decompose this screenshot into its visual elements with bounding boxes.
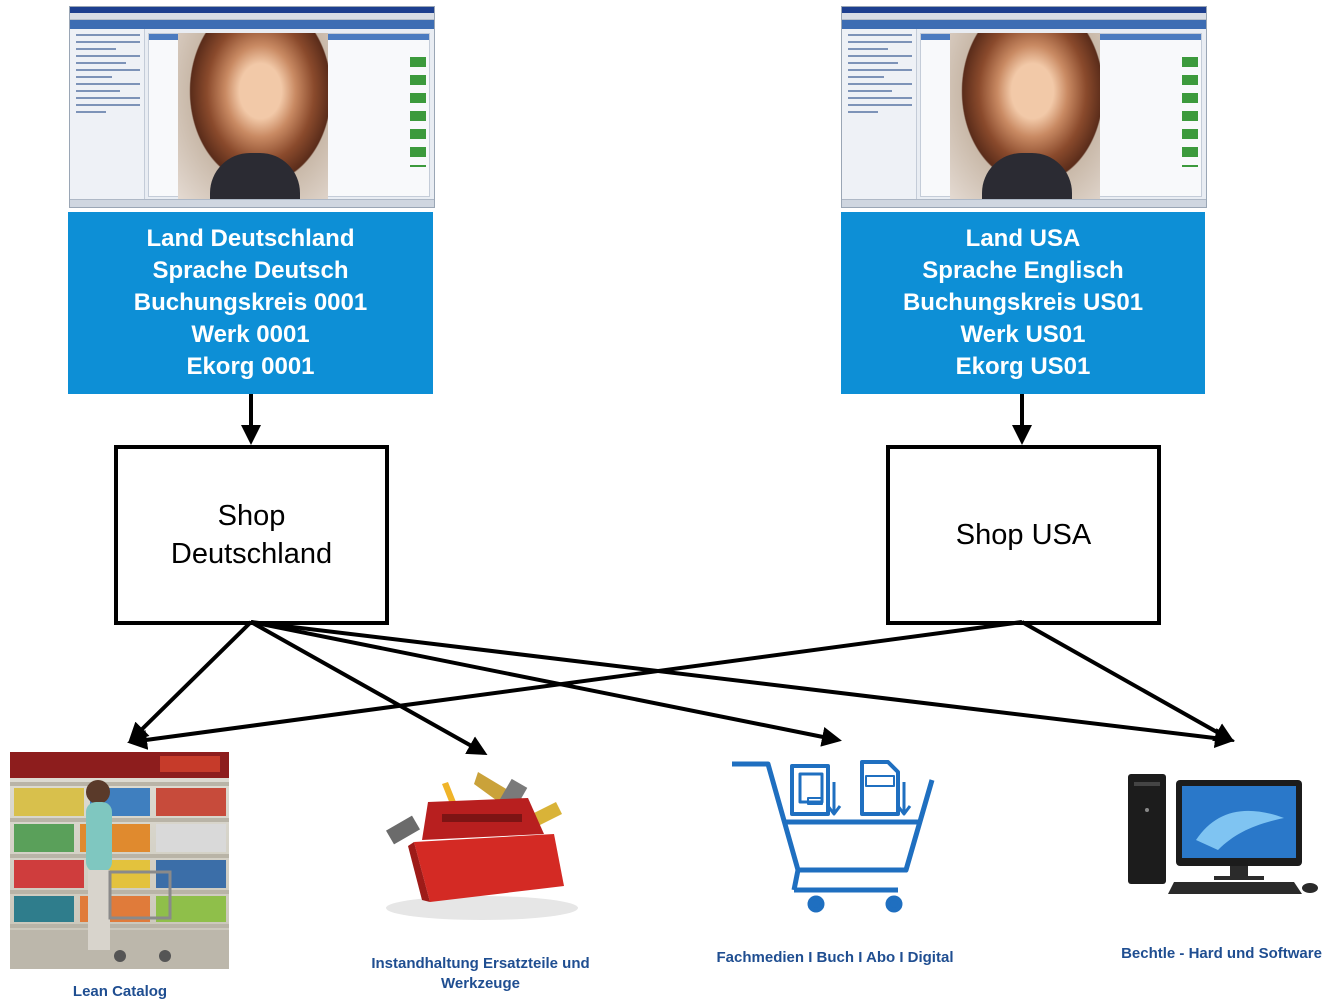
purchasing-org-line: Ekorg 0001 xyxy=(186,353,315,380)
language-line: Sprache Englisch xyxy=(922,257,1124,284)
arrow-us-to-bechtle xyxy=(1021,620,1235,742)
catalog-label-lean: Lean Catalog xyxy=(72,983,168,1000)
arrow-de-to-lean xyxy=(128,620,253,743)
country-line: Land USA xyxy=(965,225,1081,252)
plant-line: Werk 0001 xyxy=(191,321,310,348)
supermarket-photo xyxy=(10,752,229,969)
shop-screenshot-us xyxy=(841,6,1207,208)
arrow-de-to-tools xyxy=(250,620,488,755)
toolbox-icon xyxy=(378,762,585,927)
country-box-de: Land Deutschland Sprache Deutsch Buchung… xyxy=(68,212,433,394)
country-line: Land Deutschland xyxy=(146,225,355,252)
company-code-line: Buchungskreis 0001 xyxy=(133,289,368,316)
plant-line: Werk US01 xyxy=(960,321,1086,348)
arrow-de-to-media xyxy=(250,620,842,747)
desktop-computer-icon xyxy=(1126,770,1322,898)
arrow-de-to-bechtle xyxy=(250,620,1235,749)
shop-label: Shop USA xyxy=(955,519,1092,551)
shop-screenshot-de xyxy=(69,6,435,208)
woman-photo xyxy=(178,33,328,199)
catalog-label-tools: Instandhaltung Ersatzteile und Werkzeuge xyxy=(371,955,590,992)
catalog-label-media: Fachmedien I Buch I Abo I Digital xyxy=(716,949,954,966)
shop-label: Shop Deutschland xyxy=(170,500,333,570)
catalog-label-bechtle: Bechtle - Hard und Software xyxy=(1121,945,1322,962)
woman-photo xyxy=(950,33,1100,199)
purchasing-org-line: Ekorg US01 xyxy=(955,353,1091,380)
company-code-line: Buchungskreis US01 xyxy=(902,289,1144,316)
language-line: Sprache Deutsch xyxy=(152,257,349,284)
arrow-us-to-lean xyxy=(127,620,1023,750)
country-box-us: Land USA Sprache Englisch Buchungskreis … xyxy=(841,212,1205,394)
shopping-cart-ebook-icon xyxy=(728,742,940,932)
